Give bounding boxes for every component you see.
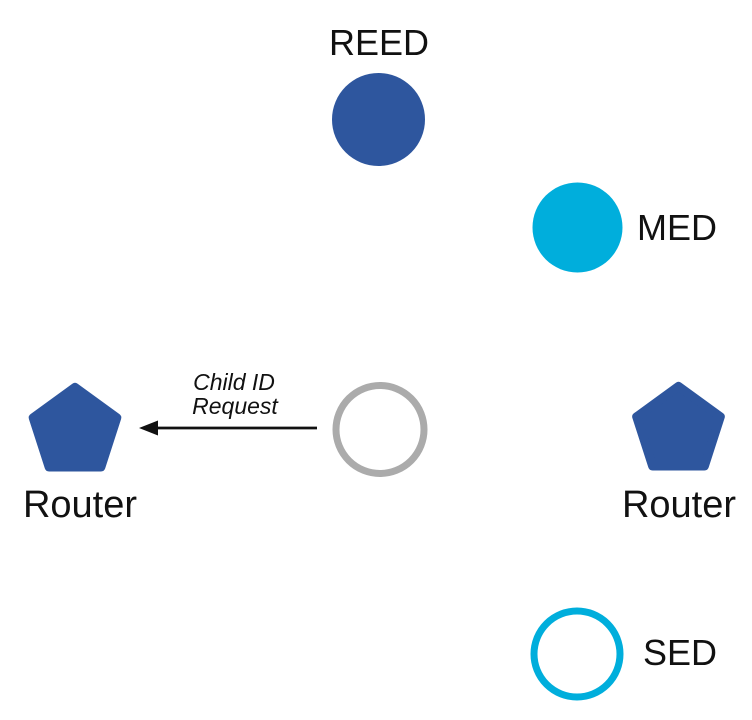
router-right-label: Router <box>622 484 736 526</box>
sed-label: SED <box>643 632 717 673</box>
sed-node-circle-icon <box>530 607 624 701</box>
router-left-pentagon-icon <box>28 382 122 472</box>
router-right-pentagon-icon <box>632 381 725 471</box>
med-label: MED <box>637 207 717 248</box>
reed-label: REED <box>329 22 429 63</box>
reed-node-circle-icon <box>332 73 425 166</box>
child-id-request-arrowhead-icon <box>139 420 158 436</box>
joiner-node-circle-icon <box>332 382 428 477</box>
child-id-request-label-line1: Child ID <box>193 369 275 395</box>
med-node-circle-icon <box>532 182 623 273</box>
child-id-request-label-line2: Request <box>192 393 279 419</box>
router-left-label: Router <box>23 484 137 526</box>
